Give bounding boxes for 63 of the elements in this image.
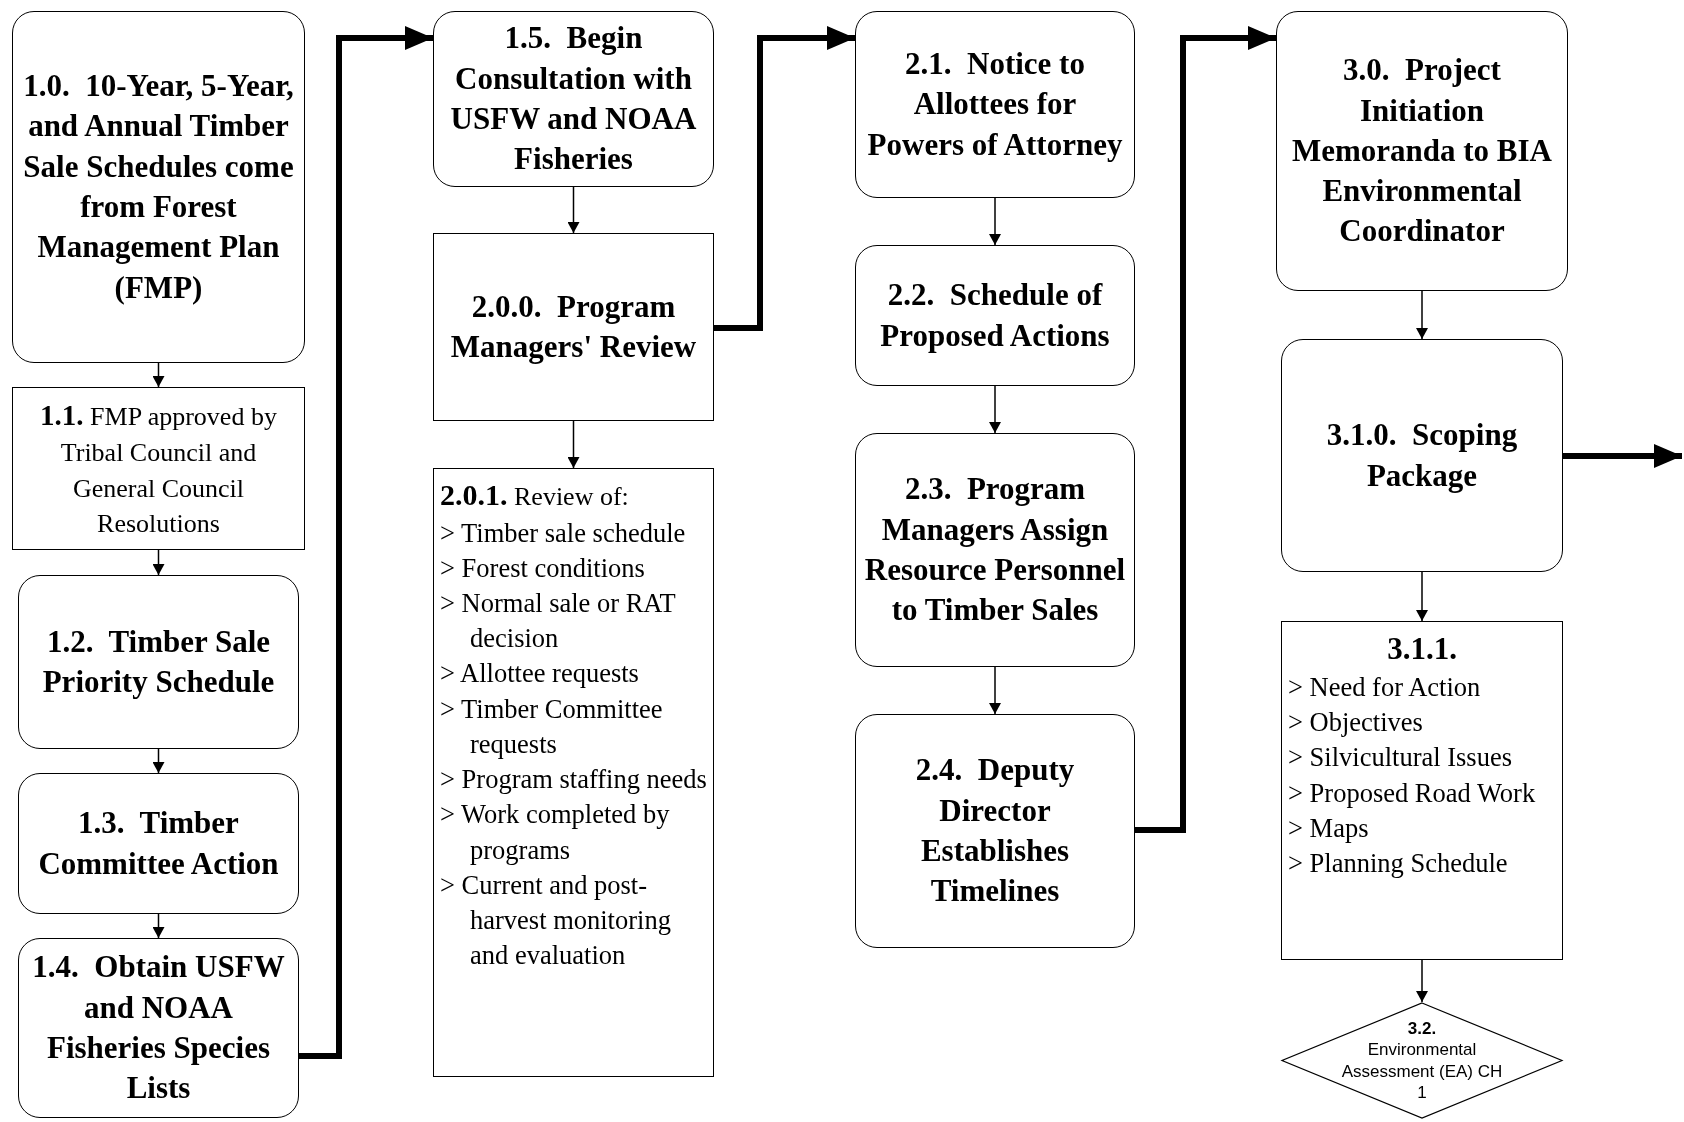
arrow: [567, 420, 580, 469]
list-item: > Planning Schedule: [1288, 847, 1509, 880]
process-box: [855, 714, 1135, 948]
node-heading: 2.2. Schedule of Proposed Actions: [879, 276, 1111, 355]
arrow: [989, 197, 1001, 246]
node-text: Environmental Assessment (EA) CH 1: [1341, 1039, 1503, 1103]
process-box: [18, 575, 299, 749]
node-heading: 2.3. Program Managers Assign Resource Personnel to Timber Sales: [864, 470, 1126, 630]
list-heading: 2.0.1. Review of:: [440, 477, 630, 513]
node-heading: 3.1.0. Scoping Package: [1325, 416, 1519, 495]
arrow: [1416, 290, 1428, 340]
list-item: > Maps: [1288, 811, 1370, 845]
arrow: [1135, 26, 1276, 833]
process-box: [855, 245, 1135, 386]
arrow: [152, 549, 165, 576]
list-item: > Work completed by programs: [440, 798, 671, 867]
list-item: > Need for Action: [1288, 670, 1482, 704]
list-item: > Timber Committee requests: [440, 692, 664, 761]
process-box: [855, 433, 1135, 667]
list-item: > Forest conditions: [440, 551, 646, 585]
process-box: [855, 11, 1135, 198]
arrow: [299, 26, 433, 1059]
node-heading: 1.5. Begin Consultation with USFW and NOAA Fisheries: [449, 19, 698, 179]
process-box: [433, 11, 714, 187]
arrow: [1416, 571, 1428, 622]
process-box: [1276, 11, 1568, 291]
node-heading: 2.1. Notice to Allottees for Powers of Attorney: [866, 45, 1124, 164]
node-heading: 1.2. Timber Sale Priority Schedule: [41, 622, 276, 701]
node-heading: 1.0. 10-Year, 5-Year, and Annual Timber Sale Schedules come from Forest Management Plan (FMP): [22, 67, 295, 307]
process-box: [433, 468, 714, 1077]
arrow: [989, 666, 1001, 715]
decision-diamond: [1281, 1002, 1563, 1119]
arrow: [152, 748, 165, 774]
list-heading: 3.1.1.: [1386, 630, 1458, 668]
list-item: > Timber sale schedule: [440, 516, 687, 550]
list-item: > Allottee requests: [440, 657, 640, 691]
list-item: > Proposed Road Work: [1288, 776, 1537, 810]
node-text: 1.1. FMP approved by Tribal Council and General Council Resolutions: [39, 398, 278, 540]
node-heading: 1.4. Obtain USFW and NOAA Fisheries Species Lists: [31, 948, 286, 1108]
arrow: [567, 186, 580, 234]
list-item: > Normal sale or RAT decision: [440, 586, 677, 656]
list-item: > Current and post-harvest monitoring and evaluation: [440, 868, 672, 973]
process-box: [18, 938, 299, 1118]
node-heading: 2.0.0. Program Managers' Review: [449, 287, 698, 366]
arrow: [1416, 959, 1428, 1003]
node-heading: 1.3. Timber Committee Action: [37, 804, 280, 883]
process-box: [18, 773, 299, 914]
arrow: [152, 362, 165, 388]
arrow: [1563, 444, 1682, 468]
process-box: [12, 11, 305, 363]
process-box: [1281, 621, 1563, 960]
process-box: [433, 233, 714, 421]
process-box: [12, 387, 305, 550]
arrow: [989, 385, 1001, 434]
process-box: [1281, 339, 1563, 572]
node-heading: 3.0. Project Initiation Memoranda to BIA Environmental Coordinator: [1290, 51, 1553, 251]
arrow: [714, 26, 855, 331]
arrow: [152, 913, 165, 939]
list-item: > Objectives: [1288, 706, 1424, 740]
list-item: > Program staffing needs: [440, 763, 707, 797]
step-number: 3.2.: [1406, 1018, 1438, 1040]
node-heading: 2.4. Deputy Director Establishes Timelines: [914, 751, 1076, 911]
list-item: > Silvicultural Issues: [1288, 741, 1513, 775]
